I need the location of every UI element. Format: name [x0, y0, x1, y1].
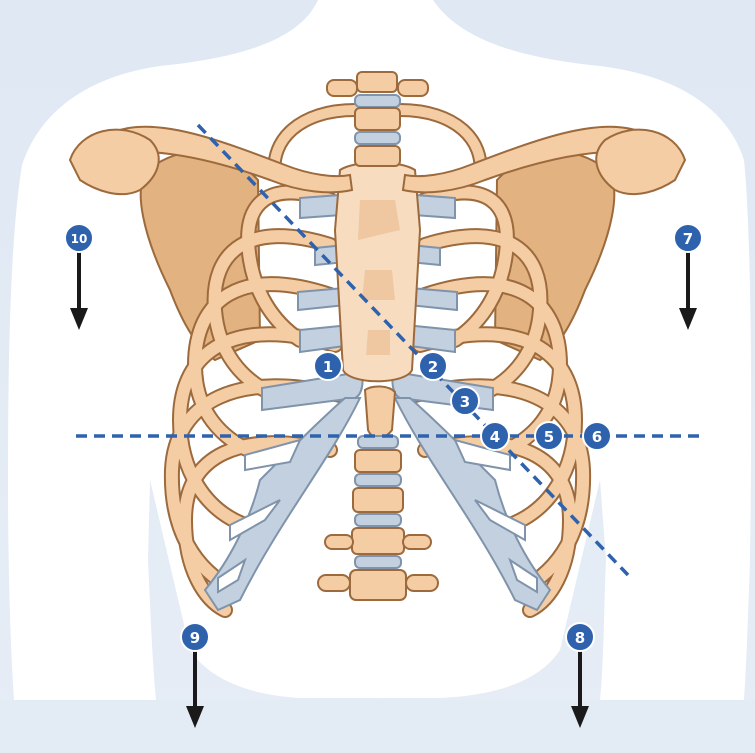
torso-lower-band: [0, 700, 755, 753]
marker-label: 7: [683, 230, 693, 248]
marker-10: 10: [65, 224, 93, 252]
xiphoid-process: [365, 386, 395, 437]
marker-1: 1: [314, 352, 342, 380]
marker-label: 1: [323, 358, 333, 376]
marker-7: 7: [674, 224, 702, 252]
marker-label: 3: [460, 393, 470, 411]
marker-4: 4: [481, 422, 509, 450]
marker-label: 10: [71, 232, 88, 246]
marker-label: 2: [428, 358, 438, 376]
marker-8: 8: [566, 623, 594, 651]
marker-6: 6: [583, 422, 611, 450]
marker-label: 4: [490, 428, 500, 446]
marker-3: 3: [451, 387, 479, 415]
marker-9: 9: [181, 623, 209, 651]
marker-label: 8: [575, 629, 585, 647]
marker-2: 2: [419, 352, 447, 380]
marker-label: 9: [190, 629, 200, 647]
marker-label: 6: [592, 428, 602, 446]
marker-label: 5: [544, 428, 554, 446]
marker-5: 5: [535, 422, 563, 450]
